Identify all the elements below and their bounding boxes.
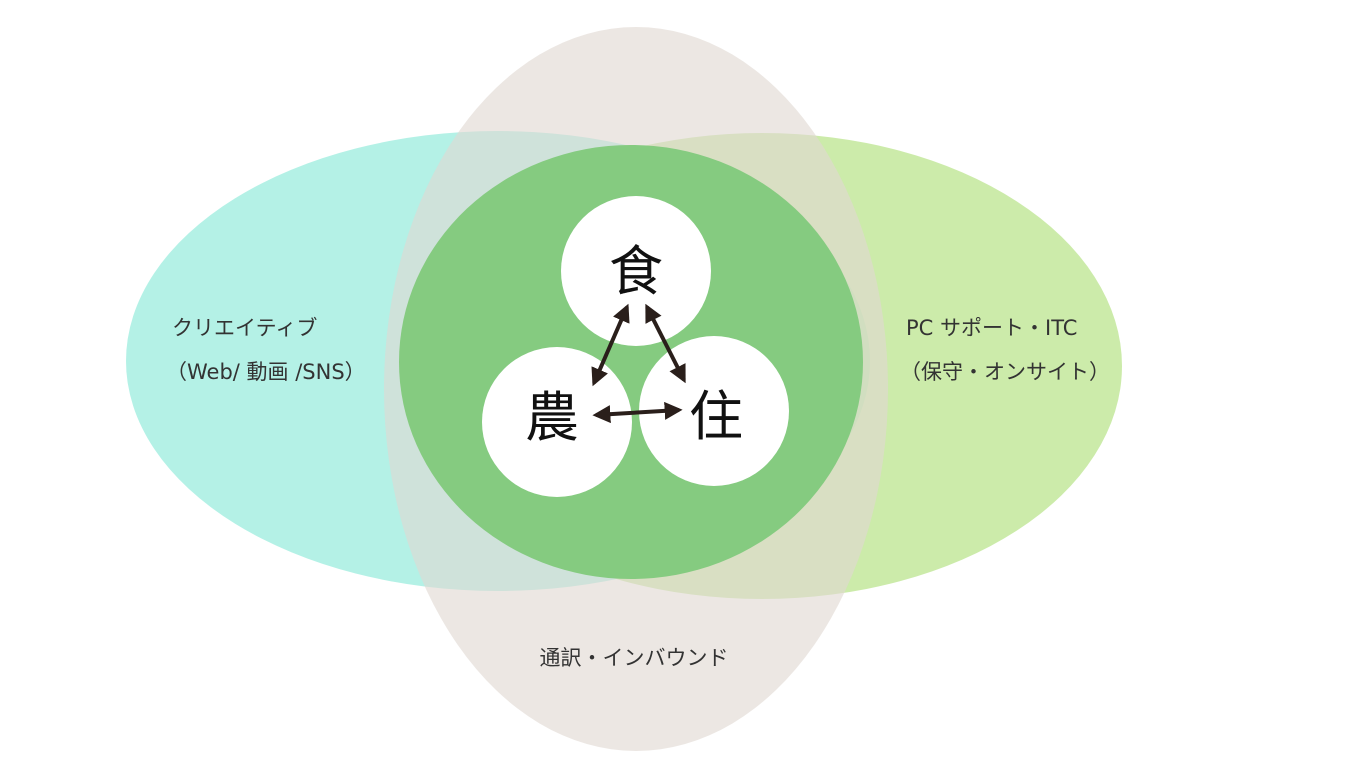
food-hub-label: 食 (609, 240, 663, 303)
creative-label-line2: （Web/ 動画 /SNS） (166, 360, 366, 384)
arrow-agriculture-housing (592, 401, 683, 424)
pc-support-label-line2: （保守・オンサイト） (900, 360, 1110, 384)
arrow-food-agriculture (591, 303, 630, 387)
housing-hub-label: 住 (689, 385, 743, 448)
creative-label-line1: クリエイティブ (172, 316, 317, 340)
interpretation-label: 通訳・インバウンド (540, 646, 729, 670)
agriculture-hub-label: 農 (525, 386, 579, 449)
pc-support-label-line1: PC サポート・ITC (906, 316, 1077, 340)
arrow-food-housing (645, 303, 686, 384)
